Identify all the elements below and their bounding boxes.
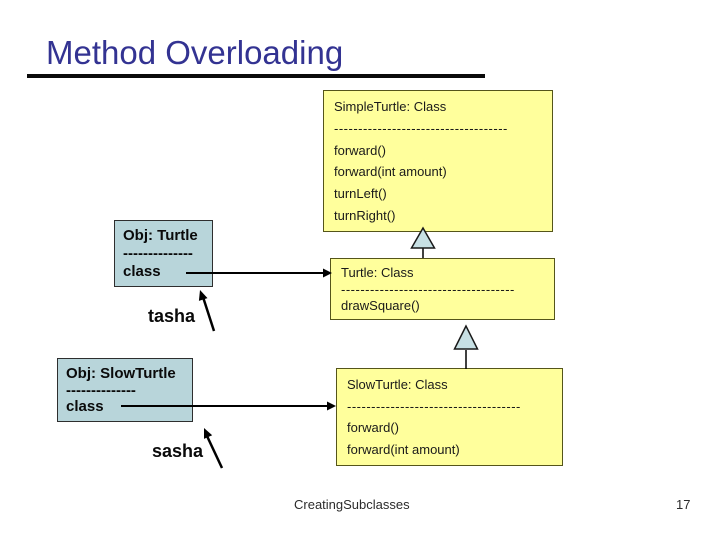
class-method: drawSquare() [341, 298, 420, 313]
class-box-turtle: Turtle: Class --------------------------… [330, 258, 555, 320]
footer-title: CreatingSubclasses [294, 497, 410, 512]
class-method: forward() [347, 420, 400, 436]
class-box-simpleturtle: SimpleTurtle: Class --------------------… [323, 90, 553, 232]
class-separator: ------------------------------------ [334, 120, 508, 136]
variable-label-tasha: tasha [148, 306, 196, 326]
object-separator: -------------- [123, 245, 193, 262]
class-method: forward() [334, 142, 387, 158]
class-method: forward(int amount) [334, 164, 447, 180]
class-name: Turtle: Class [341, 265, 414, 280]
class-separator: ------------------------------------ [341, 281, 515, 297]
object-field-class: class [66, 398, 104, 416]
class-separator: ------------------------------------ [347, 398, 521, 414]
slide-title: Method Overloading [46, 34, 344, 71]
tasha-pointer-line [201, 296, 216, 332]
inheritance-triangle-icon [453, 324, 479, 350]
class-method: turnRight() [334, 207, 396, 223]
object-name: Obj: SlowTurtle [66, 365, 176, 382]
class-box-slowturtle: SlowTurtle: Class ----------------------… [336, 368, 563, 466]
class-method: forward(int amount) [347, 441, 460, 457]
class-name: SlowTurtle: Class [347, 377, 448, 392]
title-underline [27, 74, 485, 78]
sasha-pointer-line [205, 435, 224, 469]
object-box-turtle: Obj: Turtle -------------- class [114, 220, 213, 287]
object-name: Obj: Turtle [123, 227, 198, 244]
variable-label-sasha: sasha [152, 441, 204, 461]
reference-arrowhead-icon [327, 401, 336, 411]
object-separator: -------------- [66, 381, 136, 399]
sasha-pointer-arrowhead-icon [204, 428, 213, 439]
object-box-slowturtle: Obj: SlowTurtle -------------- class [57, 358, 193, 422]
footer-page-number: 17 [676, 497, 691, 512]
class-method: turnLeft() [334, 186, 387, 202]
tasha-pointer-arrowhead-icon [198, 290, 208, 301]
class-name: SimpleTurtle: Class [334, 99, 447, 114]
object-field-class: class [123, 263, 161, 280]
